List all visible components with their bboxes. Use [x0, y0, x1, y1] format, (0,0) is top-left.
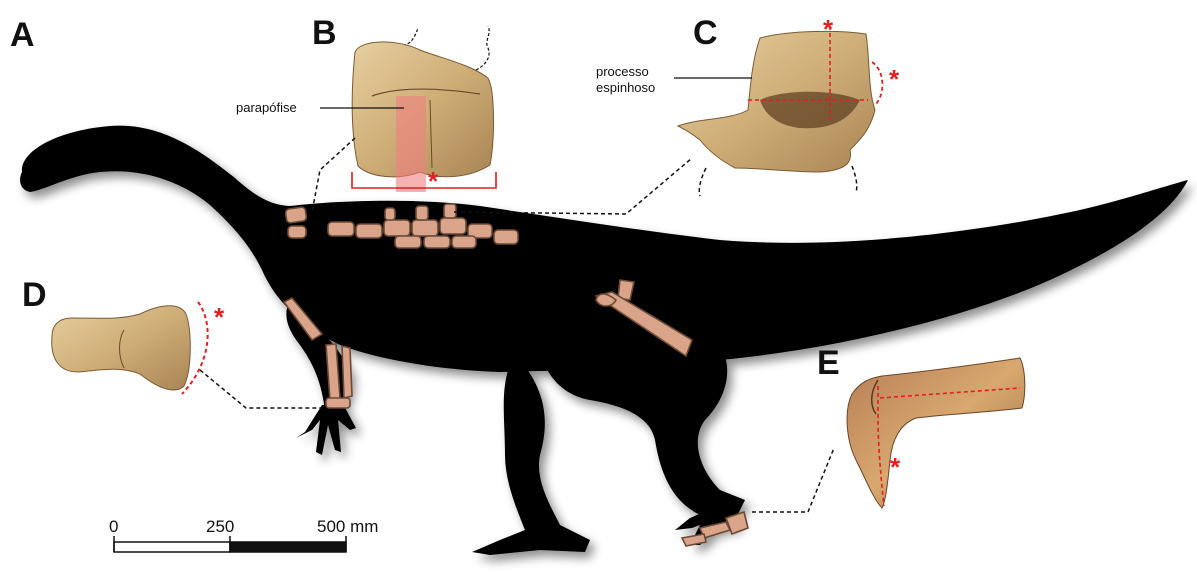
panel-label-b: B: [312, 14, 337, 52]
dinosaur-silhouette: [20, 126, 1188, 555]
panel-label-d: D: [22, 276, 47, 314]
asterisk-c-top: *: [823, 14, 834, 44]
label-processo-line2: espinhoso: [596, 80, 655, 95]
scale-bar: 0 250 500 mm: [109, 517, 378, 552]
scale-tick-0: 0: [109, 517, 118, 536]
asterisk-c-side: *: [889, 64, 900, 94]
fossil-phalanx-d: [52, 306, 191, 390]
fossil-ungual-e: [847, 358, 1025, 508]
panel-e-ungual: *: [752, 358, 1025, 512]
panel-d-phalanx: *: [52, 302, 322, 408]
panel-label-e: E: [817, 344, 840, 382]
panel-c-vertebra: * * processo espinhoso: [454, 14, 900, 214]
label-processo-line1: processo: [596, 64, 649, 79]
label-parapofise: parapófise: [236, 100, 297, 115]
scale-tick-250: 250: [206, 517, 234, 536]
parapophysis-highlight: [396, 96, 426, 192]
asterisk-b: *: [428, 166, 439, 196]
panel-b-vertebra: * parapófise: [236, 26, 496, 212]
asterisk-d: *: [214, 302, 225, 332]
asterisk-e: *: [890, 452, 901, 482]
panel-label-a: A: [10, 16, 35, 54]
scale-tick-500: 500 mm: [317, 517, 378, 536]
panel-label-c: C: [693, 14, 718, 52]
